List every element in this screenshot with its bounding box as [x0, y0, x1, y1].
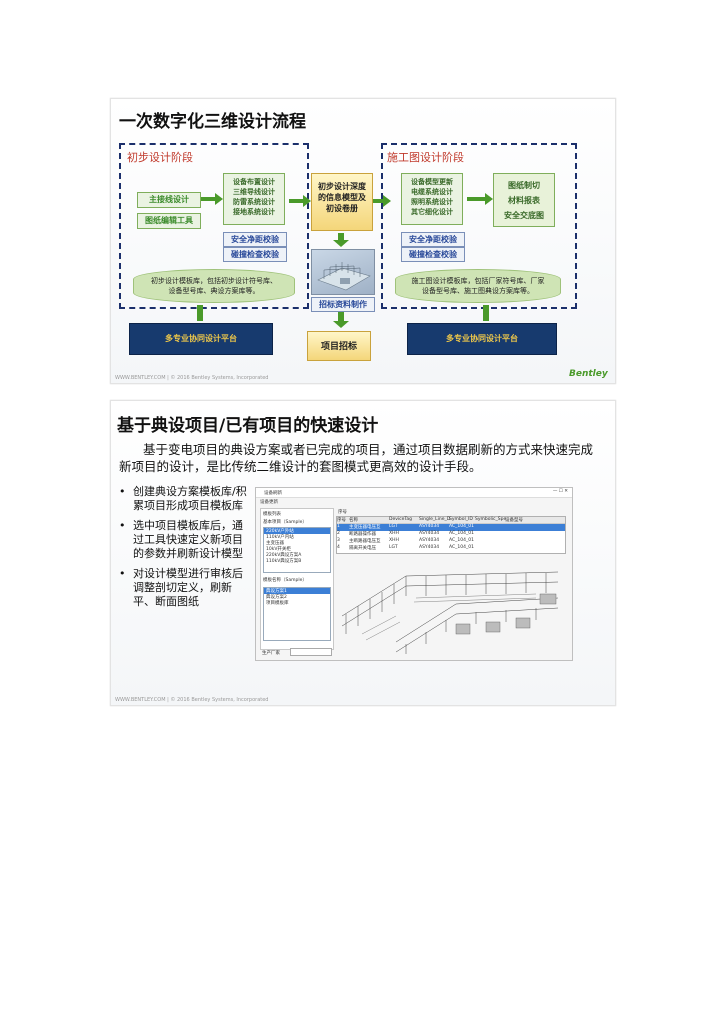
bullet-item: 选中项目模板库后，通过工具快速定义新项目的参数并刷新设计模型	[117, 519, 253, 561]
grid-header-label: 序号	[338, 510, 347, 515]
preliminary-design-stage	[119, 143, 309, 309]
arrow-down-head-2	[333, 321, 349, 328]
preliminary-stage-label: 初步设计阶段	[127, 151, 193, 164]
construction-safety-check: 安全净距校验	[401, 232, 465, 247]
device-grid[interactable]: 序号 名称 DeviceTag Single_Line_D Symbol_ID …	[336, 516, 566, 554]
arrow-down-to-bidding	[338, 312, 344, 322]
slide1-title: 一次数字化三维设计流程	[119, 112, 306, 132]
dialog-titlebar: 设备刷新 — ☐ ✕	[256, 488, 572, 498]
window-controls: — ☐ ✕	[552, 489, 568, 494]
construction-template-library: 施工图设计模板库，包括厂家符号库、厂家设备型号库、施工图典设方案库等。	[395, 269, 561, 303]
arrow-to-deepening	[289, 195, 311, 207]
manufacturer-select[interactable]	[290, 648, 332, 656]
feature-bullets: 创建典设方案模板库/积累项目形成项目模板库 选中项目模板库后，通过工具快速定义新…	[117, 485, 253, 615]
table-row[interactable]: 4 隔离开关电压 LGT ASY4034 AC_104_01	[337, 545, 474, 551]
template-list-panel: 模板列表 基本项目（Sample） 220kV户外站 110kV户内站 主变压器…	[260, 508, 334, 650]
main-wiring-design: 主接线设计	[137, 192, 201, 208]
bidding-material-production: 招标资料制作	[311, 297, 375, 312]
list-item[interactable]: 110kV典设方案B	[266, 559, 302, 564]
table-row[interactable]: 1 主变压器电压互 LGT ASY4034 AC_104_01	[337, 524, 565, 531]
prelim-template-library: 初步设计模板库，包括初步设计符号库、设备型号库、典设方案库等。	[133, 269, 295, 303]
table-row[interactable]: 3 主断路器电压互 XHH ASY4034 AC_104_01	[337, 538, 474, 544]
arrow-to-construction	[373, 195, 391, 207]
equipment-details	[361, 593, 537, 641]
template-name-listbox[interactable]: 典设方案1 典设方案2 项目模板库	[263, 587, 331, 641]
manufacturer-label: 生产厂家	[262, 651, 280, 656]
drawing-edit-tool: 图纸编辑工具	[137, 213, 201, 229]
substation-wireframe-model	[341, 571, 559, 654]
slide-design-workflow: 一次数字化三维设计流程 初步设计阶段 主接线设计 图纸编辑工具 设备布置设计 三…	[110, 98, 616, 384]
slide2-title: 基于典设项目/已有项目的快速设计	[117, 416, 379, 436]
transformer-blocks	[455, 593, 557, 635]
grid-header-row: 序号 名称 DeviceTag Single_Line_D Symbol_ID …	[337, 517, 565, 524]
slide1-footer: WWW.BENTLEY.COM | © 2016 Bentley Systems…	[115, 375, 269, 381]
list-item[interactable]: 220kV户外站	[264, 528, 330, 534]
construction-design-stage	[381, 143, 577, 309]
construction-outputs: 图纸制切 材料报表 安全交底图	[493, 173, 555, 227]
arrow-to-outputs	[467, 193, 493, 205]
wireframe-structure	[341, 571, 559, 654]
info-model-deliverable: 初步设计深度的信息模型及初设卷册	[311, 173, 373, 231]
list-item[interactable]: 项目模板库	[266, 601, 289, 606]
arrow-right-platform	[483, 305, 489, 321]
list-item[interactable]: 110kV户内站	[266, 535, 294, 540]
list-item[interactable]: 220kV典设方案A	[266, 553, 302, 558]
prelim-design-items: 设备布置设计 三维导线设计 防雷系统设计 接地系统设计	[223, 173, 285, 225]
substation-3d-image	[317, 262, 371, 291]
construction-design-items: 设备模型更新 电缆系统设计 照明系统设计 其它细化设计	[401, 173, 463, 225]
construction-collision-check: 碰撞检查校验	[401, 247, 465, 262]
construction-stage-label: 施工图设计阶段	[387, 151, 464, 164]
bentley-logo: Bentley	[569, 369, 608, 379]
table-row[interactable]: 2 断路器操作器 XHH ASY4034 AC_104_01	[337, 531, 474, 537]
project-bidding: 项目招标	[307, 331, 371, 361]
slide2-footer: WWW.BENTLEY.COM | © 2016 Bentley Systems…	[115, 697, 269, 703]
substation-model-thumbnail	[311, 249, 375, 295]
list-item[interactable]: 典设方案2	[266, 595, 287, 600]
arrow-left-platform	[197, 305, 203, 321]
list-item[interactable]: 10kV开关柜	[266, 547, 291, 552]
safety-clearance-check: 安全净距校验	[223, 232, 287, 247]
bullet-item: 创建典设方案模板库/积累项目形成项目模板库	[117, 485, 253, 513]
left-collab-platform: 多专业协同设计平台	[129, 323, 273, 355]
slide-rapid-design: 基于典设项目/已有项目的快速设计 基于变电项目的典设方案或者已完成的项目，通过项…	[110, 400, 616, 706]
arrow-to-design-items	[201, 193, 223, 205]
list-item[interactable]: 典设方案1	[264, 588, 330, 594]
list-item[interactable]: 主变压器	[266, 541, 284, 546]
dialog-title: 设备刷新	[264, 491, 282, 496]
device-refresh-dialog: 设备刷新 — ☐ ✕ 设备更新 模板列表 基本项目（Sample） 220kV户…	[255, 487, 573, 661]
bullet-item: 对设计模型进行审核后调整剖切定义，刷新平、断面图纸	[117, 567, 253, 609]
arrow-down-head-1	[333, 240, 349, 247]
dialog-tab[interactable]: 设备更新	[260, 500, 278, 505]
template-listbox[interactable]: 220kV户外站 110kV户内站 主变压器 10kV开关柜 220kV典设方案…	[263, 527, 331, 573]
intro-paragraph: 基于变电项目的典设方案或者已完成的项目，通过项目数据刷新的方式来快速完成新项目的…	[119, 442, 594, 474]
right-collab-platform: 多专业协同设计平台	[407, 323, 557, 355]
collision-check: 碰撞检查校验	[223, 247, 287, 262]
arrow-down-to-model	[338, 233, 344, 241]
